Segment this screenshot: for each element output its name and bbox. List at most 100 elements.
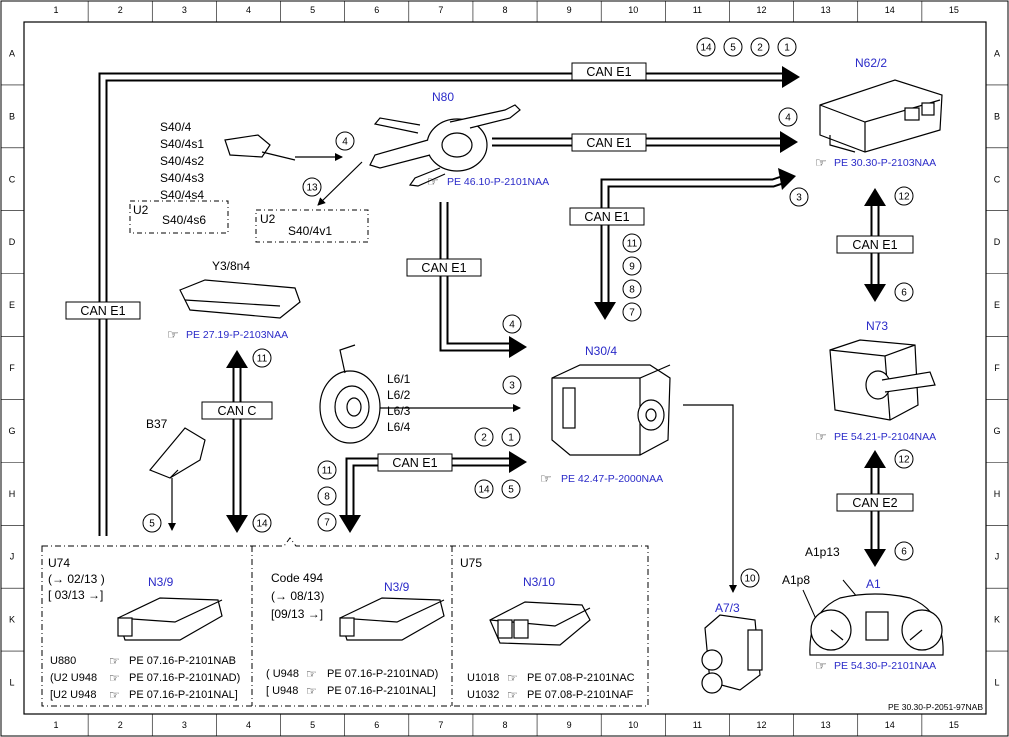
- ecu-reference: PE 07.16-P-2101NAL]: [129, 689, 238, 701]
- grid-column-label: 9: [567, 5, 572, 15]
- y3-reference: ☞ PE 27.19-P-2103NAA: [167, 327, 288, 342]
- ecu-reference: PE 07.16-P-2101NAL]: [327, 685, 436, 697]
- grid-column-label: 8: [502, 720, 507, 730]
- grid-column-label: 12: [757, 720, 767, 730]
- circle-marker: [317, 486, 337, 506]
- circle-number: 14: [478, 485, 490, 496]
- u75-ecu-label: N3/10: [523, 575, 555, 589]
- bus-arrowheads: [226, 66, 886, 567]
- grid-column-label: 7: [438, 5, 443, 15]
- grid-row-label: J: [10, 552, 15, 562]
- can-label-to-n30: CAN E1: [584, 210, 629, 224]
- wheel-speed-sensor-graphic: [319, 344, 381, 444]
- ecu-graphics: [117, 597, 591, 646]
- circle-marker: [622, 233, 642, 253]
- grid-row-label: L: [994, 678, 999, 688]
- circle-number: 14: [256, 519, 268, 530]
- circle-number: 6: [901, 547, 907, 558]
- grid-column-label: 10: [628, 720, 638, 730]
- can-label-canc: CAN C: [218, 404, 257, 418]
- reference-icon: ☞: [306, 684, 317, 698]
- y3-valve-body-graphic: [179, 279, 301, 319]
- u2-s40s6-box: [129, 200, 229, 234]
- circle-marker: [789, 187, 809, 207]
- code494-date-2: [09/13 →]: [271, 607, 323, 621]
- grid-column-label: 6: [374, 5, 379, 15]
- n80-ref-text: PE 46.10-P-2101NAA: [447, 176, 549, 188]
- can-label-top: CAN E1: [586, 65, 631, 79]
- n62-module-graphic: [819, 79, 943, 153]
- grid-column-label: 5: [310, 720, 315, 730]
- footer-code: PE 30.30-P-2051-97NAB: [888, 702, 983, 712]
- u75-title: U75: [460, 556, 482, 570]
- grid-column-label: 6: [374, 720, 379, 730]
- grid-row-label: D: [994, 237, 1001, 247]
- grid-row-label: E: [994, 300, 1000, 310]
- reference-icon: ☞: [507, 671, 518, 685]
- code494-date-1: (→ 08/13): [271, 589, 324, 603]
- b37-pedal-graphic: [149, 427, 206, 479]
- circle-number: 9: [629, 262, 635, 273]
- circle-marker: [894, 186, 914, 206]
- switch-label: S40/4: [160, 120, 192, 134]
- reference-icon: ☞: [815, 658, 827, 673]
- u74-title: U74: [48, 556, 70, 570]
- circle-number: 12: [898, 192, 910, 203]
- circle-number: 4: [509, 320, 515, 331]
- a1-label: A1: [866, 577, 881, 591]
- circle-marker: [252, 513, 272, 533]
- n62-label: N62/2: [855, 56, 887, 70]
- circle-number: 5: [149, 519, 155, 530]
- grid-column-label: 14: [885, 5, 895, 15]
- ecu-reference: PE 07.08-P-2101NAC: [527, 672, 635, 684]
- grid-row-label: C: [994, 174, 1001, 184]
- switch-label: S40/4s2: [160, 154, 204, 168]
- circle-number: 5: [508, 485, 514, 496]
- ecu-variant-code: [ U948: [266, 685, 298, 697]
- ecu-reference: PE 07.16-P-2101NAD): [129, 672, 240, 684]
- grid-row-label: C: [9, 174, 16, 184]
- reference-icon: ☞: [167, 327, 179, 342]
- sensor-label: L6/4: [387, 420, 411, 434]
- circle-number: 11: [257, 354, 268, 365]
- circle-marker: [894, 449, 914, 469]
- circle-marker: [696, 37, 716, 57]
- circle-number: 14: [700, 43, 712, 54]
- circle-number: 12: [898, 455, 910, 466]
- n30-esp-graphic: [551, 364, 671, 456]
- sensor-label: L6/1: [387, 372, 411, 386]
- u74-date-2: [ 03/13 →]: [48, 588, 103, 602]
- grid-row-label: K: [9, 615, 15, 625]
- grid-column-label: 3: [182, 5, 187, 15]
- a1p13-label: A1p13: [805, 545, 840, 559]
- code494-ecu-label: N3/9: [384, 580, 410, 594]
- sensor-label: L6/2: [387, 388, 411, 402]
- grid-row-label: F: [994, 363, 1000, 373]
- reference-icon: ☞: [109, 654, 120, 668]
- n30-ref-text: PE 42.47-P-2000NAA: [561, 473, 663, 485]
- circle-marker: [750, 37, 770, 57]
- reference-icon: ☞: [507, 688, 518, 702]
- circle-marker: [474, 479, 494, 499]
- circle-marker: [777, 37, 797, 57]
- n62-ref-text: PE 30.30-P-2103NAA: [834, 157, 936, 169]
- grid-row-label: B: [994, 111, 1000, 121]
- circle-marker: [252, 348, 272, 368]
- circle-marker: [778, 107, 798, 127]
- grid-column-label: 12: [757, 5, 767, 15]
- can-label-e2: CAN E2: [852, 496, 897, 510]
- grid-column-label: 14: [885, 720, 895, 730]
- grid-column-label: 1: [54, 5, 59, 15]
- grid-column-label: 11: [693, 5, 702, 15]
- circle-number: 4: [785, 113, 791, 124]
- ecu-variant-code: ( U948: [266, 668, 299, 680]
- n30-label: N30/4: [585, 344, 617, 358]
- circle-marker: [474, 427, 494, 447]
- grid-column-label: 13: [821, 720, 831, 730]
- circle-number: 1: [508, 433, 514, 444]
- grid-column-label: 5: [310, 5, 315, 15]
